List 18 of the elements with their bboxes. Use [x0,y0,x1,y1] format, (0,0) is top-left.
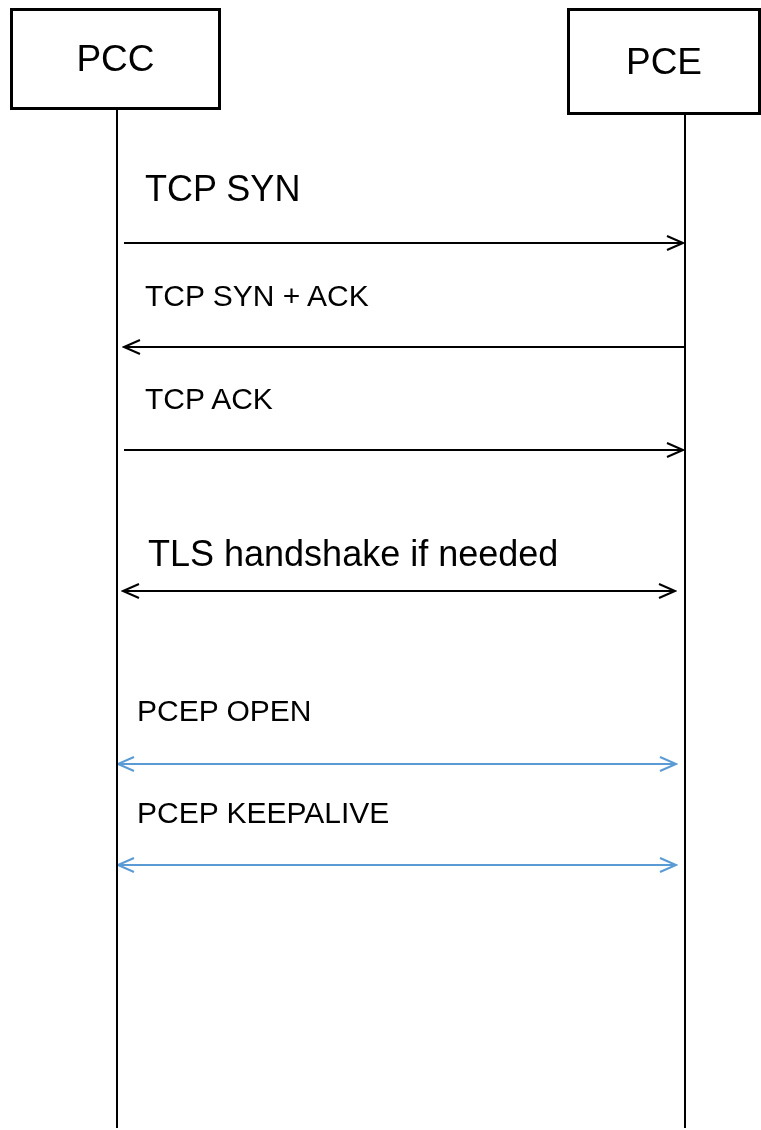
participant-name: PCE [625,40,703,83]
double-arrow [117,857,677,873]
lifeline [684,115,686,1128]
double-arrow [117,756,677,772]
message-label: TCP SYN + ACK [145,279,369,313]
arrow [123,235,684,251]
message-label: PCEP KEEPALIVE [137,796,390,830]
participant-box [567,8,761,115]
message-label: PCEP OPEN [137,694,312,728]
participant-name: PCC [76,38,155,80]
participant-box [10,8,221,110]
message-label: TCP SYN [145,168,301,210]
lifeline [116,110,118,1128]
double-arrow [122,583,676,599]
message-label: TCP ACK [145,382,273,416]
arrow [123,339,685,355]
arrow [123,442,684,458]
message-label: TLS handshake if needed [148,533,559,575]
